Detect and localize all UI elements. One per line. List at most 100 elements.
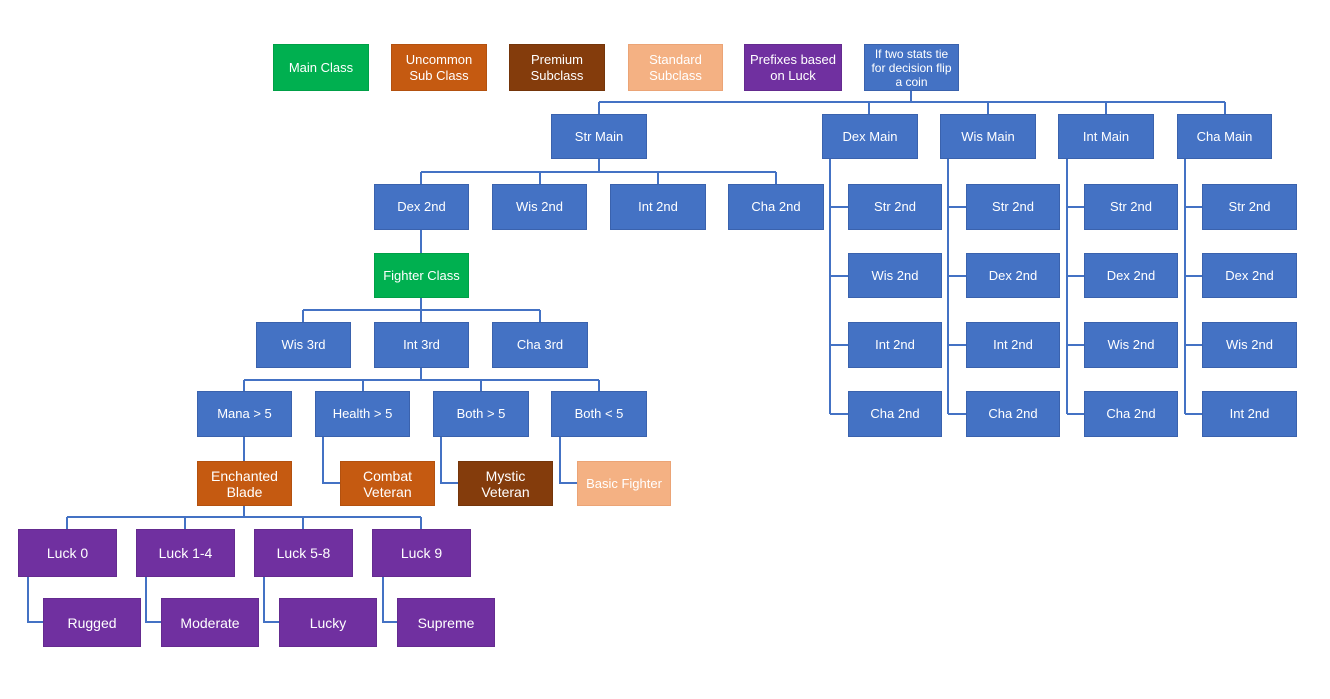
node-wis-3rd: Wis 3rd — [256, 322, 351, 368]
node-str-int-2nd: Int 2nd — [610, 184, 706, 230]
node-label: Str 2nd — [1228, 199, 1271, 214]
node-luck-0: Luck 0 — [18, 529, 117, 577]
node-label: Mystic Veteran — [481, 467, 530, 500]
node-label: Str 2nd — [1110, 199, 1152, 214]
node-label: Health > 5 — [332, 406, 393, 421]
legend-premium-subclass: Premium Subclass — [509, 44, 605, 91]
node-dex-str-2nd: Str 2nd — [848, 184, 942, 230]
node-cha-main: Cha Main — [1177, 114, 1272, 159]
node-str-wis-2nd: Wis 2nd — [492, 184, 587, 230]
legend-uncommon-label: Uncommon Sub Class — [405, 51, 473, 83]
node-combat-veteran: Combat Veteran — [340, 461, 435, 506]
legend-standard-subclass: Standard Subclass — [628, 44, 723, 91]
node-dex-cha-2nd: Cha 2nd — [848, 391, 942, 437]
node-cha-str-2nd: Str 2nd — [1202, 184, 1297, 230]
node-both-gt-5: Both > 5 — [433, 391, 529, 437]
node-label: Wis 3rd — [281, 337, 326, 352]
node-label: Wis 2nd — [1107, 337, 1155, 352]
node-label: Combat Veteran — [362, 467, 413, 500]
node-label: Str 2nd — [992, 199, 1034, 214]
node-basic-fighter: Basic Fighter — [577, 461, 671, 506]
node-label: Wis 2nd — [1226, 337, 1273, 352]
legend-standard-label: Standard Subclass — [649, 51, 702, 83]
node-cha-wis-2nd: Wis 2nd — [1202, 322, 1297, 368]
legend-prefixes-luck: Prefixes based on Luck — [744, 44, 842, 91]
legend-prefixes-label: Prefixes based on Luck — [750, 51, 836, 83]
node-label: Rugged — [67, 614, 117, 631]
node-wis-cha-2nd: Cha 2nd — [966, 391, 1060, 437]
node-label: Wis Main — [961, 128, 1015, 144]
node-label: Cha 3rd — [516, 337, 564, 352]
node-health-gt-5: Health > 5 — [315, 391, 410, 437]
node-int-main: Int Main — [1058, 114, 1154, 159]
node-label: Luck 0 — [46, 545, 89, 561]
node-label: Both < 5 — [574, 406, 624, 421]
node-dex-int-2nd: Int 2nd — [848, 322, 942, 368]
node-int-cha-2nd: Cha 2nd — [1084, 391, 1178, 437]
legend-premium-label: Premium Subclass — [530, 51, 584, 83]
node-label: Int 2nd — [638, 199, 678, 214]
node-both-lt-5: Both < 5 — [551, 391, 647, 437]
node-label: Fighter Class — [383, 267, 460, 283]
legend-uncommon-sub-class: Uncommon Sub Class — [391, 44, 487, 91]
node-wis-main: Wis Main — [940, 114, 1036, 159]
node-int-3rd: Int 3rd — [374, 322, 469, 368]
node-int-wis-2nd: Wis 2nd — [1084, 322, 1178, 368]
node-label: Dex 2nd — [988, 267, 1038, 283]
node-label: Dex 2nd — [1225, 267, 1274, 283]
legend-main-class-label: Main Class — [288, 59, 354, 75]
node-label: Str Main — [574, 128, 624, 144]
node-label: Luck 1-4 — [158, 545, 213, 561]
node-int-dex-2nd: Dex 2nd — [1084, 253, 1178, 298]
node-label: Int Main — [1082, 128, 1130, 144]
node-prefix-moderate: Moderate — [161, 598, 259, 647]
node-str-dex-2nd: Dex 2nd — [374, 184, 469, 230]
node-dex-wis-2nd: Wis 2nd — [848, 253, 942, 298]
node-enchanted-blade: Enchanted Blade — [197, 461, 292, 506]
node-prefix-lucky: Lucky — [279, 598, 377, 647]
node-label: Luck 9 — [400, 545, 443, 561]
node-label: Moderate — [180, 614, 240, 631]
node-label: Both > 5 — [456, 406, 506, 421]
legend-main-class: Main Class — [273, 44, 369, 91]
node-label: Basic Fighter — [586, 475, 662, 491]
node-label: Cha 2nd — [870, 406, 920, 421]
node-label: Wis 2nd — [516, 199, 563, 214]
node-label: Cha 2nd — [988, 406, 1038, 421]
node-label: Int 2nd — [1229, 406, 1270, 421]
node-label: Cha 2nd — [751, 199, 801, 214]
node-label: Enchanted Blade — [211, 467, 278, 500]
node-label: Dex 2nd — [397, 199, 446, 214]
node-mystic-veteran: Mystic Veteran — [458, 461, 553, 506]
node-label: Supreme — [417, 614, 475, 631]
node-str-cha-2nd: Cha 2nd — [728, 184, 824, 230]
node-wis-dex-2nd: Dex 2nd — [966, 253, 1060, 298]
node-cha-dex-2nd: Dex 2nd — [1202, 253, 1297, 298]
node-label: Int 2nd — [993, 337, 1033, 352]
tie-rule-note: If two stats tie for decision flip a coi… — [864, 44, 959, 91]
node-label: Lucky — [309, 614, 347, 631]
node-label: Luck 5-8 — [276, 545, 331, 561]
node-label: Cha Main — [1196, 128, 1253, 144]
node-wis-str-2nd: Str 2nd — [966, 184, 1060, 230]
node-label: Dex Main — [842, 128, 898, 144]
node-mana-gt-5: Mana > 5 — [197, 391, 292, 437]
node-label: Wis 2nd — [871, 267, 919, 283]
node-prefix-rugged: Rugged — [43, 598, 141, 647]
node-label: Mana > 5 — [217, 406, 272, 421]
node-luck-1-4: Luck 1-4 — [136, 529, 235, 577]
node-label: Int 2nd — [875, 337, 915, 352]
node-label: Str 2nd — [874, 199, 916, 214]
node-prefix-supreme: Supreme — [397, 598, 495, 647]
node-label: Dex 2nd — [1106, 267, 1156, 283]
node-dex-main: Dex Main — [822, 114, 918, 159]
node-cha-3rd: Cha 3rd — [492, 322, 588, 368]
node-luck-5-8: Luck 5-8 — [254, 529, 353, 577]
node-int-str-2nd: Str 2nd — [1084, 184, 1178, 230]
node-cha-int-2nd: Int 2nd — [1202, 391, 1297, 437]
tie-rule-label: If two stats tie for decision flip a coi… — [871, 46, 952, 89]
node-label: Cha 2nd — [1106, 406, 1156, 421]
node-fighter-class: Fighter Class — [374, 253, 469, 298]
